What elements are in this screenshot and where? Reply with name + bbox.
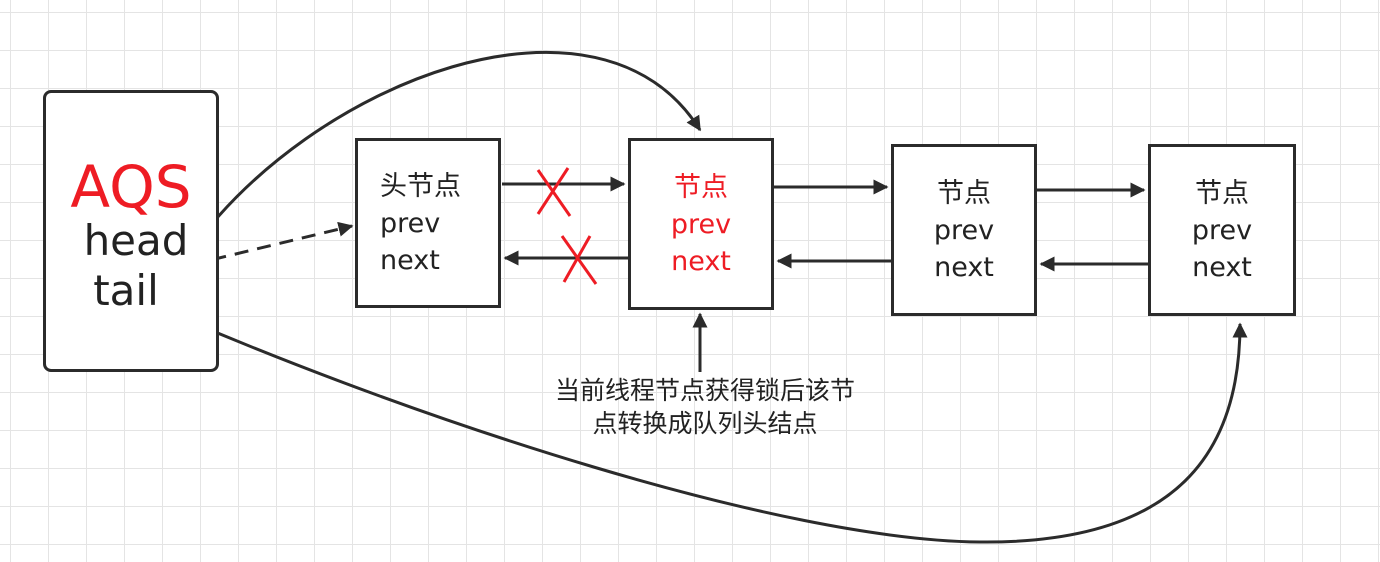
node-prev-field: prev [670, 208, 732, 240]
node-title: 节点 [674, 171, 728, 203]
head-curve-arrow [186, 50, 702, 256]
node-prev-field: prev [1191, 214, 1253, 246]
explanation-note: 当前线程节点获得锁后该节 点转换成队列头结点 [520, 374, 890, 440]
node-next-field: next [1192, 251, 1252, 283]
node-title: 头节点 [380, 170, 461, 202]
tail-node-box: 节点 prev next [1148, 144, 1296, 316]
node-next-field: next [671, 245, 731, 277]
aqs-title: AQS [70, 153, 192, 221]
node-next-field: next [380, 244, 440, 276]
node-box-3: 节点 prev next [891, 144, 1037, 316]
note-line-1: 当前线程节点获得锁后该节 [554, 376, 855, 405]
note-line-2: 点转换成队列头结点 [592, 409, 818, 438]
node-prev-field: prev [933, 214, 995, 246]
head-node-box: 头节点 prev next [355, 138, 501, 308]
cut-prev-cross-mark [560, 235, 598, 285]
aqs-box: AQS head tail [43, 90, 219, 372]
aqs-head-field: head [83, 216, 189, 265]
cut-next-cross-mark [536, 167, 572, 217]
node-title: 节点 [1195, 177, 1249, 209]
node-title: 节点 [937, 177, 991, 209]
current-node-box: 节点 prev next [628, 138, 774, 310]
node-next-field: next [934, 251, 994, 283]
node-prev-field: prev [380, 207, 441, 239]
aqs-tail-field: tail [93, 266, 159, 315]
tail-curve-arrow [181, 316, 1248, 544]
